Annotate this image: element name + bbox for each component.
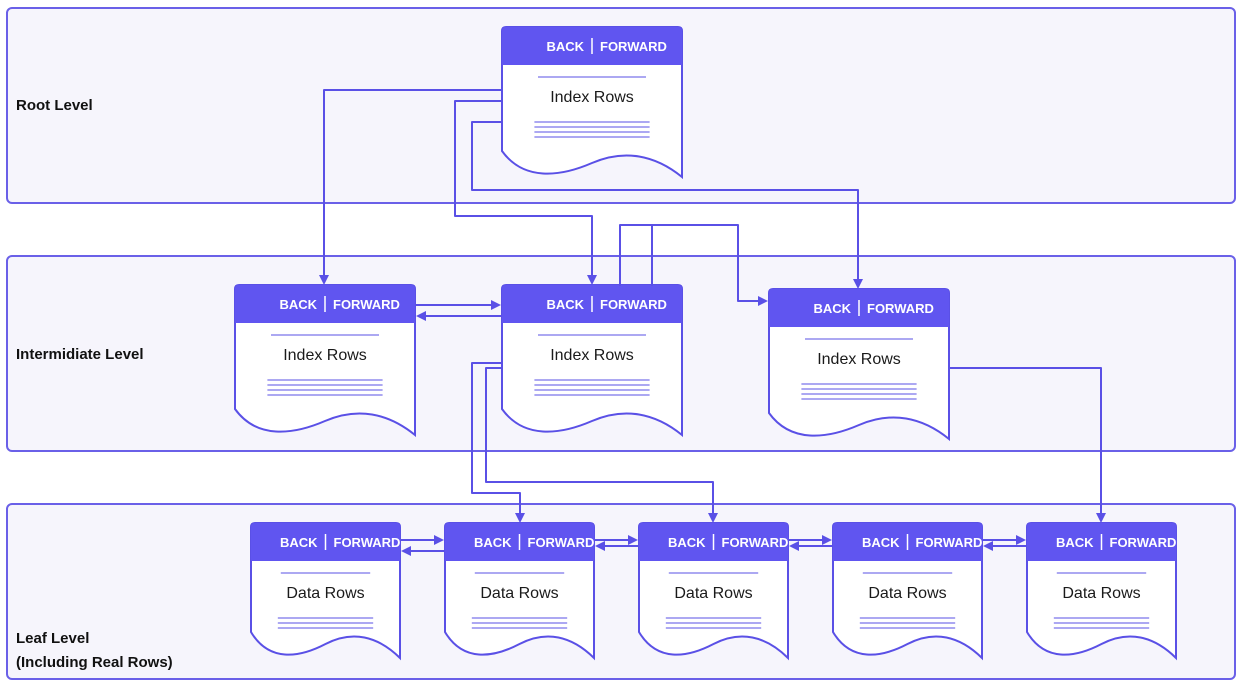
page-content-label: Index Rows (283, 347, 367, 364)
connectors (319, 89, 1106, 556)
back-pointer-label: BACK (279, 297, 317, 312)
back-pointer-label: BACK (280, 535, 318, 550)
forward-pointer-label: FORWARD (528, 535, 595, 550)
index-2-to-data-page-3-arrow (485, 367, 718, 523)
index-page-1: BACK FORWARD Index Rows (234, 284, 416, 438)
forward-pointer-label: FORWARD (600, 297, 667, 312)
data-page-3: BACK FORWARD Data Rows (638, 522, 789, 661)
data-page-4: BACK FORWARD Data Rows (832, 522, 983, 661)
page-content-label: Index Rows (550, 89, 634, 106)
root-index-page: BACK FORWARD Index Rows (501, 26, 683, 180)
page-content-label: Data Rows (868, 585, 946, 602)
page-content-label: Index Rows (550, 347, 634, 364)
page-content-label: Index Rows (817, 351, 901, 368)
leaf-level-label: Leaf Level (16, 630, 89, 647)
index-2-forward-arrow (619, 224, 768, 306)
forward-pointer-label: FORWARD (334, 535, 401, 550)
data-page-2: BACK FORWARD Data Rows (444, 522, 595, 661)
root-to-index-page-1-arrow (319, 89, 502, 285)
page-content-label: Data Rows (674, 585, 752, 602)
root-to-index-page-3-arrow (471, 121, 863, 289)
index-3-back-line (620, 224, 653, 286)
root-level-label: Root Level (16, 97, 93, 114)
back-pointer-label: BACK (474, 535, 512, 550)
forward-pointer-label: FORWARD (916, 535, 983, 550)
data-page-1: BACK FORWARD Data Rows (250, 522, 401, 661)
forward-pointer-label: FORWARD (867, 301, 934, 316)
page-content-label: Data Rows (286, 585, 364, 602)
back-pointer-label: BACK (546, 39, 584, 54)
back-pointer-label: BACK (668, 535, 706, 550)
forward-pointer-label: FORWARD (333, 297, 400, 312)
leaf-level-sublabel: (Including Real Rows) (16, 654, 173, 671)
root-to-index-page-2-arrow (454, 100, 597, 285)
back-pointer-label: BACK (862, 535, 900, 550)
back-pointer-label: BACK (813, 301, 851, 316)
index-3-to-data-page-5-arrow (949, 367, 1106, 523)
forward-pointer-label: FORWARD (722, 535, 789, 550)
back-pointer-label: BACK (546, 297, 584, 312)
intermediate-level-label: Intermidiate Level (16, 346, 144, 363)
index-page-2: BACK FORWARD Index Rows (501, 284, 683, 438)
index-2-to-data-page-2-arrow (471, 362, 525, 523)
data-page-5: BACK FORWARD Data Rows (1026, 522, 1177, 661)
page-content-label: Data Rows (480, 585, 558, 602)
forward-pointer-label: FORWARD (1110, 535, 1177, 550)
back-pointer-label: BACK (1056, 535, 1094, 550)
forward-pointer-label: FORWARD (600, 39, 667, 54)
index-page-3: BACK FORWARD Index Rows (768, 288, 950, 442)
page-content-label: Data Rows (1062, 585, 1140, 602)
